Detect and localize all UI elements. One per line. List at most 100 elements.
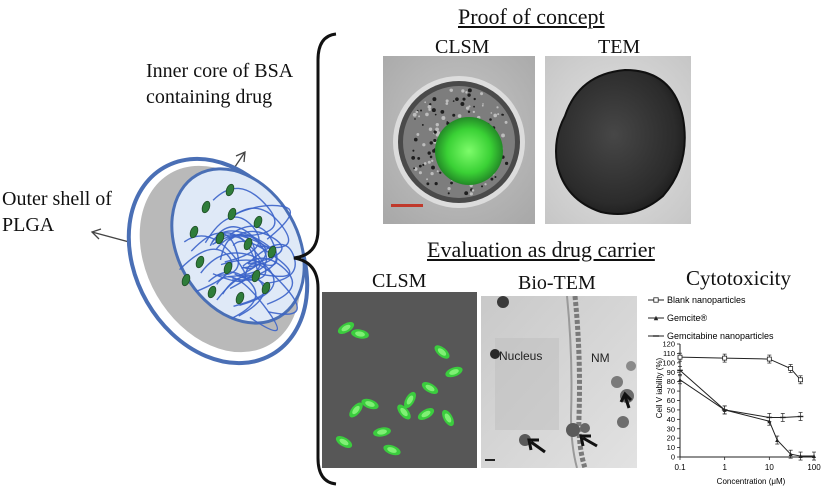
fluorescent-cell-core bbox=[365, 401, 375, 407]
clsm-granule bbox=[445, 102, 449, 105]
x-tick-label: 100 bbox=[807, 463, 821, 472]
clsm-granule bbox=[432, 97, 437, 102]
clsm-granule bbox=[429, 103, 432, 106]
eval-clsm-label: CLSM bbox=[372, 270, 427, 292]
bsa-fiber bbox=[222, 276, 267, 307]
clsm-granule bbox=[489, 118, 492, 121]
drug-particle bbox=[223, 261, 233, 275]
clsm-granule bbox=[469, 192, 473, 196]
clsm-granule bbox=[431, 159, 434, 162]
clsm-granule bbox=[467, 93, 471, 97]
clsm-granule bbox=[480, 92, 484, 96]
clsm-granule bbox=[425, 112, 429, 117]
biotem-nucleus-text: Nucleus bbox=[499, 349, 542, 363]
data-point bbox=[653, 315, 659, 321]
clsm-granule bbox=[468, 105, 471, 108]
clsm-granule bbox=[457, 114, 462, 118]
series-line bbox=[679, 369, 801, 418]
clsm-granule bbox=[428, 108, 431, 111]
data-point bbox=[812, 454, 816, 459]
legend-label: Gemcite® bbox=[667, 313, 708, 323]
drug-particle bbox=[253, 215, 263, 229]
clsm-granule bbox=[441, 116, 446, 120]
clsm-granule bbox=[414, 118, 416, 120]
clsm-granule bbox=[418, 171, 422, 175]
tem-particle-image bbox=[545, 56, 691, 224]
bsa-fiber bbox=[179, 248, 233, 293]
legend-label: Gemcitabine nanoparticles bbox=[667, 331, 774, 341]
fluorescent-cell-core bbox=[377, 429, 387, 435]
clsm-granule bbox=[431, 165, 435, 170]
curly-brace bbox=[293, 32, 337, 486]
clsm-granule bbox=[501, 133, 505, 138]
fluorescent-cell-core bbox=[352, 405, 360, 415]
bsa-fiber bbox=[216, 275, 279, 332]
fluorescent-cell-core bbox=[355, 331, 365, 337]
clsm-granule bbox=[496, 106, 499, 109]
y-tick-label: 70 bbox=[667, 387, 675, 396]
proof-clsm-label: CLSM bbox=[435, 36, 490, 58]
y-tick-label: 120 bbox=[662, 340, 675, 349]
x-axis-label: Concentration (μM) bbox=[717, 477, 786, 486]
clsm-granule bbox=[420, 109, 422, 112]
fluorescent-cell-core bbox=[437, 348, 447, 356]
eval-biotem-label: Bio-TEM bbox=[518, 272, 596, 294]
clsm-granule bbox=[435, 127, 439, 132]
y-tick-label: 110 bbox=[663, 349, 675, 358]
bsa-fiber bbox=[215, 236, 258, 281]
clsm-granule bbox=[504, 120, 508, 124]
clsm-granule bbox=[434, 113, 437, 116]
clsm-granule bbox=[465, 106, 470, 110]
clsm-granule bbox=[428, 127, 433, 131]
clsm-granule bbox=[435, 132, 440, 137]
data-point bbox=[653, 297, 659, 303]
clsm-granule bbox=[490, 177, 494, 181]
legend-label: Blank nanoparticles bbox=[667, 295, 746, 305]
data-point bbox=[798, 454, 803, 459]
data-point bbox=[775, 438, 780, 443]
data-point bbox=[677, 354, 683, 360]
clsm-granule bbox=[421, 123, 424, 126]
clsm-granule bbox=[423, 162, 427, 165]
drug-particle bbox=[207, 285, 217, 299]
y-tick-label: 80 bbox=[667, 377, 675, 386]
y-tick-label: 60 bbox=[667, 396, 675, 405]
data-point bbox=[798, 377, 803, 383]
series-line bbox=[679, 379, 814, 457]
clsm-granule bbox=[412, 112, 417, 117]
clsm-granule bbox=[433, 138, 437, 143]
bsa-fiber bbox=[214, 234, 277, 282]
clsm-granule bbox=[435, 122, 439, 127]
clsm-granule bbox=[413, 167, 416, 170]
fluorescent-cell-core bbox=[400, 407, 408, 417]
y-axis-label: Cell V iability (%) bbox=[655, 357, 664, 418]
y-tick-label: 20 bbox=[667, 434, 675, 443]
fluorescent-cell-core bbox=[339, 438, 349, 446]
clsm-granule bbox=[434, 182, 438, 186]
clsm-granule bbox=[418, 164, 422, 168]
drug-particle bbox=[243, 237, 253, 251]
clsm-granule bbox=[461, 89, 465, 93]
series-2 bbox=[677, 366, 804, 422]
clsm-granule bbox=[462, 97, 466, 101]
clsm-granule bbox=[452, 113, 456, 117]
clsm-granule bbox=[433, 130, 437, 134]
y-tick-label: 30 bbox=[667, 424, 675, 433]
clsm-granule bbox=[450, 181, 453, 185]
fluorescent-cell-core bbox=[444, 413, 452, 423]
drug-particle bbox=[261, 281, 271, 295]
drug-particle bbox=[189, 225, 199, 239]
evaluation-heading: Evaluation as drug carrier bbox=[427, 237, 655, 262]
clsm-granule bbox=[467, 88, 472, 93]
clsm-granule bbox=[445, 99, 449, 103]
chart-axes bbox=[679, 344, 814, 458]
clsm-granule bbox=[422, 143, 426, 147]
clsm-granule bbox=[504, 161, 509, 165]
clsm-granule bbox=[430, 172, 434, 176]
bsa-fiber bbox=[190, 232, 240, 276]
bsa-fiber bbox=[212, 234, 257, 270]
series-0 bbox=[677, 352, 803, 385]
clsm-granule bbox=[422, 163, 425, 166]
